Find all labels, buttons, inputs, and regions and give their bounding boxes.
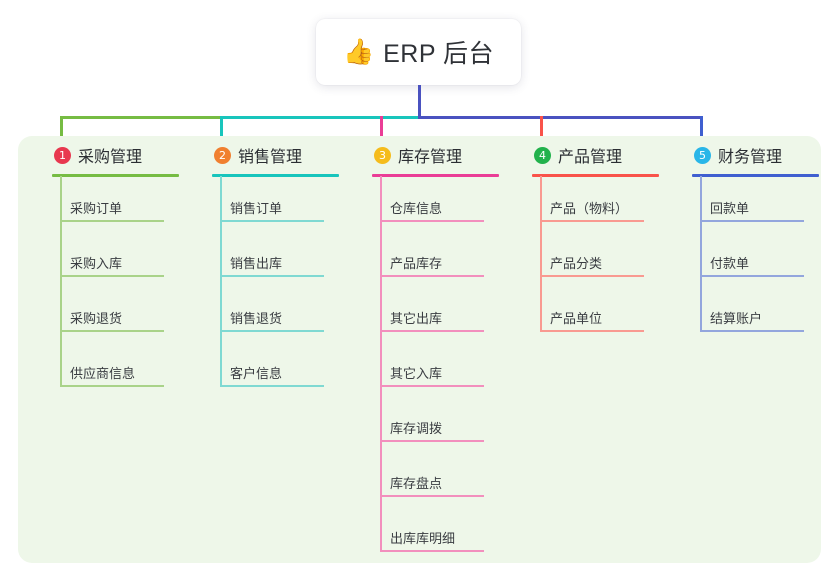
branch-title: 销售管理: [238, 149, 303, 166]
branch-item[interactable]: 供应商信息: [60, 366, 164, 387]
branch-item-label: 库存调拨: [390, 421, 443, 436]
branch-item[interactable]: 产品单位: [540, 311, 644, 332]
branch-header-4[interactable]: 4 产品管理: [516, 136, 676, 174]
branch-item[interactable]: 销售出库: [220, 256, 324, 277]
branch-item[interactable]: 其它入库: [380, 366, 484, 387]
branch-title: 产品管理: [558, 149, 623, 166]
root-node[interactable]: 👍 ERP 后台: [316, 19, 521, 85]
root-title: ERP 后台: [383, 40, 495, 68]
branch-number-badge: 3: [374, 146, 391, 164]
branch-column-2: 2 销售管理销售订单销售出库销售退货客户信息: [196, 136, 356, 387]
branch-item-label: 产品分类: [550, 256, 603, 271]
branch-item[interactable]: 结算账户: [700, 311, 804, 332]
branch-spine: [220, 176, 222, 387]
branch-underline: [212, 174, 339, 177]
branch-number-badge: 4: [534, 146, 551, 164]
branch-item-label: 产品（物料）: [550, 201, 629, 216]
branch-item[interactable]: 客户信息: [220, 366, 324, 387]
branch-item[interactable]: 仓库信息: [380, 201, 484, 222]
branch-item-label: 采购退货: [70, 311, 123, 326]
branch-title: 财务管理: [718, 149, 783, 166]
branch-item-label: 客户信息: [230, 366, 283, 381]
trunk-line: [418, 85, 421, 119]
branch-item[interactable]: 回款单: [700, 201, 804, 222]
branch-item-label: 库存盘点: [390, 476, 443, 491]
branch-item[interactable]: 采购退货: [60, 311, 164, 332]
branch-spine: [700, 176, 702, 332]
branch-item[interactable]: 其它出库: [380, 311, 484, 332]
branch-underline: [532, 174, 659, 177]
bus-segment-1: [60, 116, 220, 119]
branch-item-label: 结算账户: [710, 311, 763, 326]
branch-column-4: 4 产品管理产品（物料） 产品分类产品单位: [516, 136, 676, 332]
branch-item-label: 出库库明细: [390, 531, 456, 546]
branch-number-badge: 5: [694, 146, 711, 164]
branch-item[interactable]: 产品分类: [540, 256, 644, 277]
thumbs-up-icon: 👍: [342, 37, 375, 66]
branch-header-2[interactable]: 2 销售管理: [196, 136, 356, 174]
branch-item[interactable]: 销售退货: [220, 311, 324, 332]
branch-item-label: 产品单位: [550, 311, 603, 326]
branch-item[interactable]: 出库库明细: [380, 531, 484, 552]
branch-spine: [380, 176, 382, 552]
branch-item-label: 采购订单: [70, 201, 123, 216]
branch-header-1[interactable]: 1 采购管理: [36, 136, 196, 174]
branch-title: 采购管理: [78, 149, 143, 166]
branch-item[interactable]: 产品（物料）: [540, 201, 644, 222]
branches-board: 1 采购管理采购订单采购入库采购退货供应商信息 2 销售管理销售订单销售出库销售退货客…: [18, 136, 821, 563]
branch-underline: [692, 174, 819, 177]
branch-item[interactable]: 库存盘点: [380, 476, 484, 497]
branch-item[interactable]: 付款单: [700, 256, 804, 277]
branch-item[interactable]: 采购入库: [60, 256, 164, 277]
branch-spine: [540, 176, 542, 332]
bus-segment-2: [220, 116, 418, 119]
branch-item[interactable]: 库存调拨: [380, 421, 484, 442]
branch-column-1: 1 采购管理采购订单采购入库采购退货供应商信息: [36, 136, 196, 387]
branch-column-3: 3 库存管理仓库信息产品库存其它出库其它入库库存调拨库存盘点出库库明细: [356, 136, 516, 552]
branch-column-5: 5 财务管理回款单付款单结算账户: [676, 136, 836, 332]
branch-item[interactable]: 采购订单: [60, 201, 164, 222]
branch-item-label: 供应商信息: [70, 366, 136, 381]
branch-item-label: 其它出库: [390, 311, 443, 326]
branch-item[interactable]: 销售订单: [220, 201, 324, 222]
branch-item-label: 付款单: [710, 256, 750, 271]
branch-item[interactable]: 产品库存: [380, 256, 484, 277]
branch-item-label: 销售订单: [230, 201, 283, 216]
branch-number-badge: 2: [214, 146, 231, 164]
branch-item-label: 其它入库: [390, 366, 443, 381]
branch-header-5[interactable]: 5 财务管理: [676, 136, 836, 174]
branch-item-label: 销售出库: [230, 256, 283, 271]
branch-item-label: 采购入库: [70, 256, 123, 271]
branch-item-label: 仓库信息: [390, 201, 443, 216]
branch-item-label: 回款单: [710, 201, 750, 216]
branch-underline: [52, 174, 179, 177]
branch-header-3[interactable]: 3 库存管理: [356, 136, 516, 174]
branch-item-label: 产品库存: [390, 256, 443, 271]
branch-item-label: 销售退货: [230, 311, 283, 326]
branch-number-badge: 1: [54, 146, 71, 164]
bus-segment-3: [418, 116, 703, 119]
branch-underline: [372, 174, 499, 177]
branch-spine: [60, 176, 62, 387]
branch-title: 库存管理: [398, 149, 463, 166]
